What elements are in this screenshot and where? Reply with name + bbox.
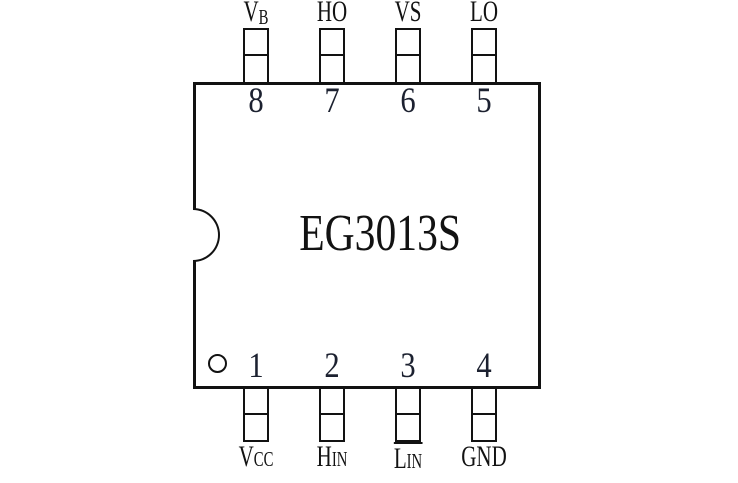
pin-number-5: 5: [476, 80, 492, 120]
pin-lead-6: [395, 28, 421, 82]
pin-lead-2: [319, 389, 345, 442]
pin-number-6: 6: [400, 80, 416, 120]
pin-label-lin-active-low: LIN: [393, 442, 423, 475]
pin-label-gnd: GND: [461, 442, 507, 472]
pin-lead-divider: [397, 54, 419, 57]
pin-label-sub: CC: [253, 447, 274, 471]
pin-label-vs: VS: [395, 0, 422, 27]
pin-label-sub: B: [258, 5, 269, 29]
pin-lead-5: [471, 28, 497, 82]
pin-number-2: 2: [324, 345, 340, 385]
pin-lead-divider: [321, 54, 343, 57]
pin-label-vcc: VCC: [239, 442, 274, 474]
pin-label-ho: HO: [317, 0, 347, 27]
pin-label-main: VS: [394, 0, 422, 28]
pin-label-sub: IN: [406, 449, 423, 473]
pin-lead-divider: [473, 412, 495, 415]
pin1-indicator-circle: [208, 354, 227, 373]
active-low-overline: LIN: [393, 442, 423, 475]
pin-lead-4: [471, 389, 497, 442]
pin-label-main: V: [243, 0, 259, 28]
pin-number-3: 3: [400, 345, 416, 385]
pin-lead-divider: [245, 412, 267, 415]
pin-label-hin: HIN: [317, 442, 348, 474]
pin-number-4: 4: [476, 345, 492, 385]
pin-lead-divider: [397, 412, 419, 415]
pin-label-lo: LO: [470, 0, 498, 27]
pin-number-8: 8: [248, 80, 264, 120]
pin-lead-divider: [321, 412, 343, 415]
pin-lead-divider: [245, 54, 267, 57]
pin-label-vb: VB: [244, 0, 269, 32]
pin-label-sub: IN: [331, 447, 348, 471]
chip-title: EG3013S: [222, 208, 538, 260]
pin-label-main: LO: [470, 0, 498, 28]
pin-lead-3: [395, 389, 421, 442]
pin-label-main: HO: [316, 0, 348, 28]
index-notch: [193, 208, 220, 262]
pin-lead-8: [243, 28, 269, 82]
pin-number-7: 7: [324, 80, 340, 120]
chip-title-text: EG3013S: [299, 205, 461, 262]
pin-number-1: 1: [248, 345, 264, 385]
pin-lead-1: [243, 389, 269, 442]
pin-label-main: V: [238, 440, 254, 473]
pin-lead-7: [319, 28, 345, 82]
pin-lead-divider: [473, 54, 495, 57]
chip-body: EG3013S: [193, 82, 541, 389]
pin-label-main: L: [393, 442, 407, 475]
pin-label-main: H: [316, 440, 332, 473]
pin-label-main: GND: [461, 440, 507, 473]
